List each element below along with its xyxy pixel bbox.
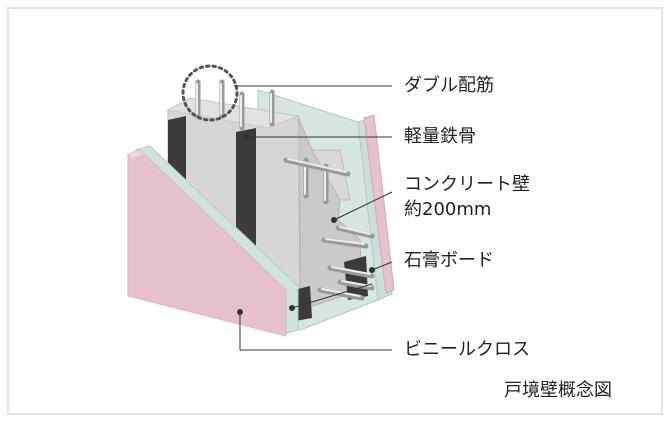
label-gypsum-board: 石膏ボード: [404, 250, 494, 271]
label-concrete-thickness: 約200mm: [404, 199, 492, 220]
label-double-rebar: ダブル配筋: [404, 75, 494, 96]
light-steel-stud-4: [344, 256, 368, 300]
double-rebar-horizontal-highlight: [287, 158, 371, 297]
concrete-step-top: [311, 149, 351, 201]
label-concrete-wall: コンクリート壁: [404, 174, 530, 195]
double-rebar-vertical-highlight: [196, 83, 326, 201]
diagram-caption: 戸境壁概念図: [504, 380, 612, 401]
label-light-steel: 軽量鉄骨: [404, 126, 476, 147]
double-rebar-highlight-ring: [181, 64, 239, 122]
rear-vinyl-cloth: [363, 114, 395, 294]
leader-dots: [237, 134, 375, 315]
label-vinyl-cloth: ビニールクロス: [404, 339, 530, 360]
front-vinyl-cloth-top: [128, 150, 144, 158]
leader-lines: [234, 85, 393, 351]
double-rebar-horizontal: [283, 157, 375, 301]
